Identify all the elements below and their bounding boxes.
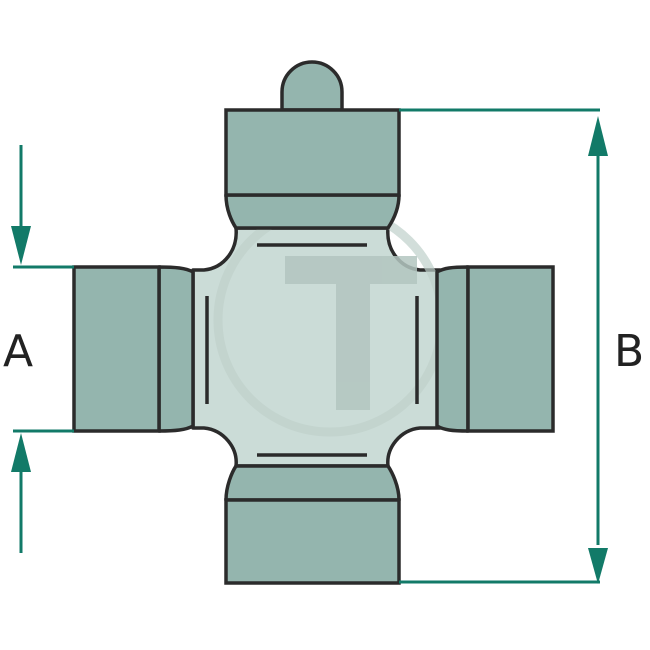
arrow-down-icon xyxy=(588,548,608,584)
cross-body xyxy=(191,203,447,468)
bottom-bearing-cup xyxy=(224,464,401,585)
dimension-label-B: B xyxy=(614,326,645,377)
watermark-T xyxy=(285,256,417,410)
dimension-A xyxy=(11,145,74,553)
top-bearing-cup xyxy=(224,60,401,230)
arrow-down-icon xyxy=(11,226,31,265)
arrow-up-icon xyxy=(588,116,608,156)
dimension-label-A: A xyxy=(3,326,34,377)
left-bearing-cup xyxy=(72,265,195,433)
arrow-up-icon xyxy=(11,433,31,472)
right-bearing-cup xyxy=(435,265,555,433)
grease-nipple xyxy=(280,60,344,112)
dimension-B xyxy=(399,108,608,584)
